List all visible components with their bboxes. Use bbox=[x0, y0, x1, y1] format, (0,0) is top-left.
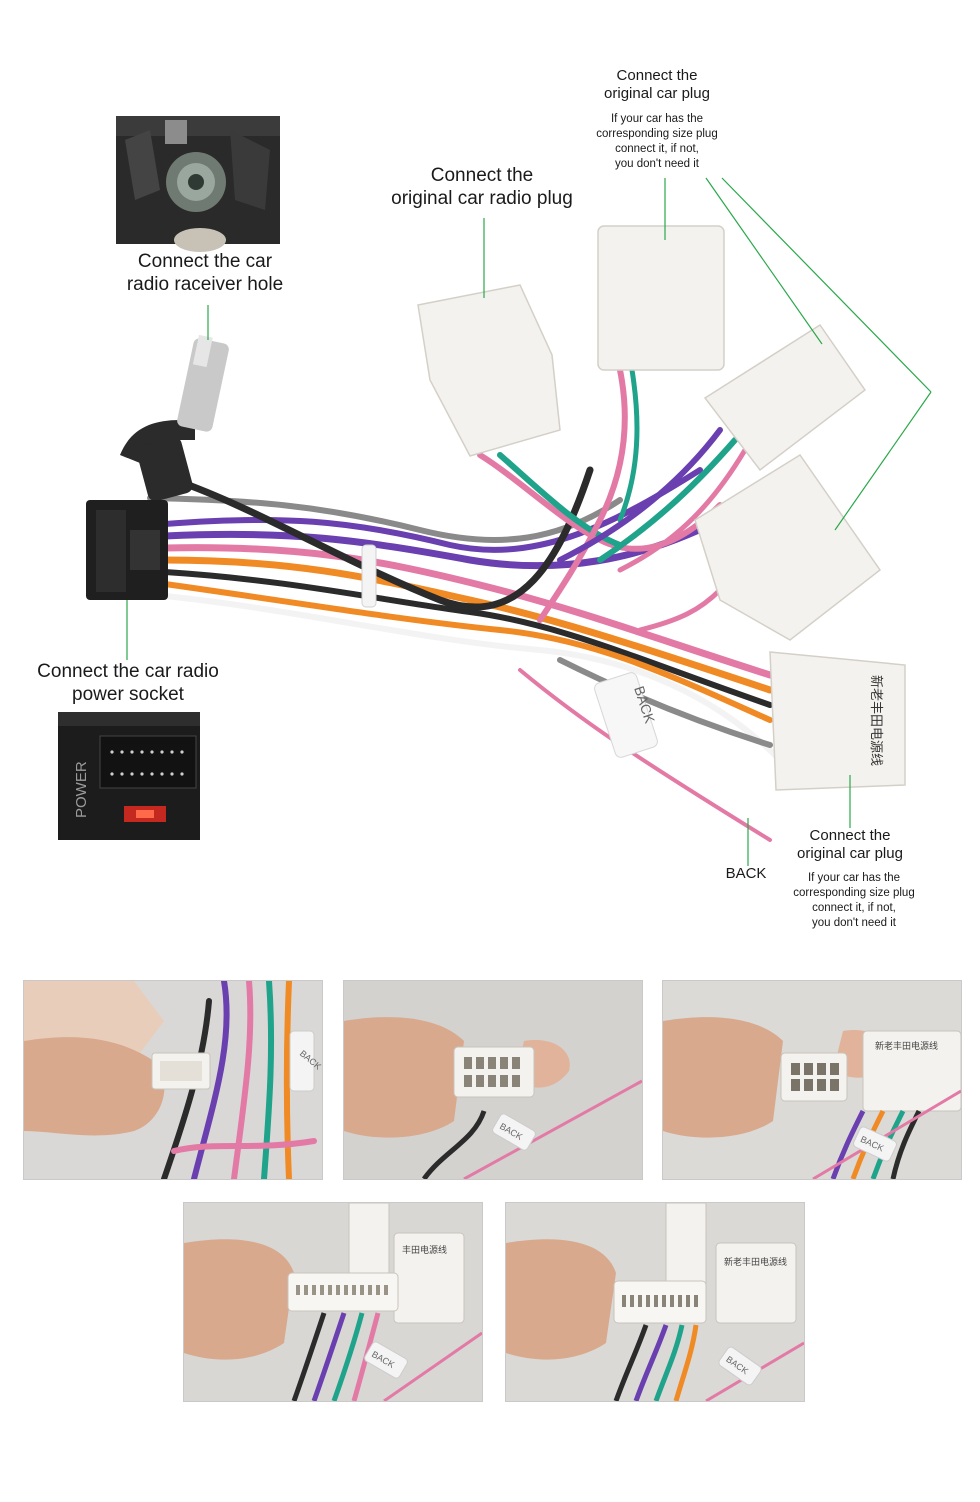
photo-connector-4: 丰田电源线 BACK bbox=[183, 1202, 483, 1402]
connector-sticker-text: 新老丰田电源线 bbox=[868, 675, 884, 766]
back-wire-tag: BACK bbox=[594, 672, 658, 758]
power-socket-photo: POWER bbox=[58, 712, 200, 840]
label-receiver-hole: Connect the car radio raceiver hole bbox=[126, 251, 284, 295]
label-top-plug-note: If your car has the corresponding size p… bbox=[596, 113, 718, 170]
power-connector-black bbox=[86, 500, 168, 600]
wiring-harness-diagram: POWER bbox=[37, 67, 932, 929]
label-bottom-plug: Connect the original car plug bbox=[797, 827, 903, 862]
label-top-plug: Connect the original car plug bbox=[604, 67, 710, 102]
photo-connector-5: 新老丰田电源线 BACK bbox=[505, 1202, 805, 1402]
label-radio-plug: Connect the original car radio plug bbox=[391, 165, 573, 209]
photo-connector-2: BACK bbox=[343, 980, 643, 1180]
photo-connector-3: 新老丰田电源线 BACK bbox=[662, 980, 962, 1180]
label-bottom-plug-note: If your car has the corresponding size p… bbox=[793, 872, 915, 929]
antenna-receiver-photo bbox=[116, 116, 280, 252]
leader-lines bbox=[126, 177, 932, 866]
svg-text:丰田电源线: 丰田电源线 bbox=[402, 1244, 447, 1256]
harness-illustration: POWER bbox=[58, 116, 932, 866]
label-power-socket: Connect the car radio power socket bbox=[37, 661, 219, 705]
white-connectors bbox=[417, 225, 906, 791]
power-panel-label: POWER bbox=[73, 761, 90, 818]
antenna-plug bbox=[120, 334, 229, 502]
svg-text:新老丰田电源线: 新老丰田电源线 bbox=[724, 1256, 787, 1268]
photo-connector-1: BACK bbox=[23, 980, 323, 1180]
label-back-wire: BACK bbox=[725, 865, 767, 882]
svg-text:新老丰田电源线: 新老丰田电源线 bbox=[875, 1040, 938, 1052]
zip-tie bbox=[361, 544, 377, 608]
wire-bundle bbox=[147, 367, 783, 842]
